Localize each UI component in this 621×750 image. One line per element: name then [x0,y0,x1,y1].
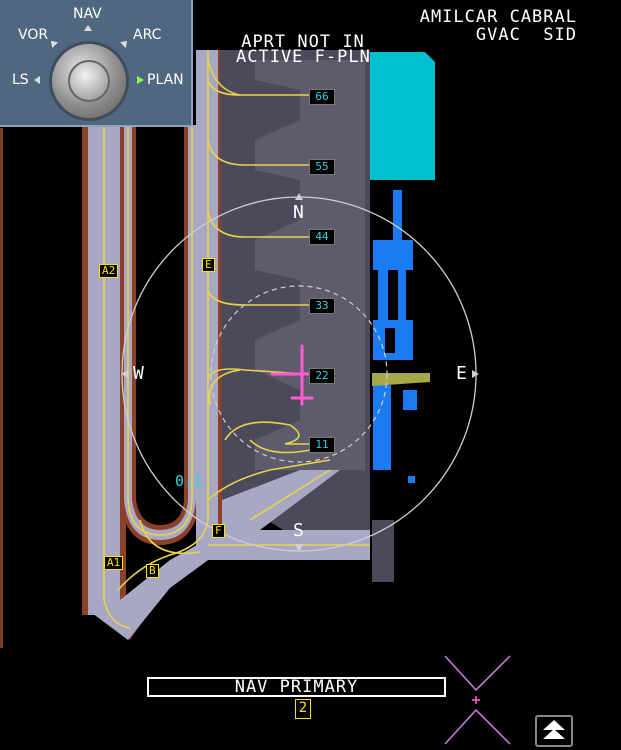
south-arrow [295,544,303,552]
compass-east-label: E [456,363,468,384]
taxiway-loop-surface [124,125,196,540]
airport-procedure: GVAC SID [475,25,577,45]
message-line-2: ACTIVE F-PLN [236,47,371,67]
nav-cross-symbol [444,655,511,745]
mode-ls-arrow-icon [34,76,40,84]
north-arrow [295,193,303,200]
scroll-up-button[interactable] [535,715,573,747]
taxiway-centerlines [103,50,370,629]
knob-center [68,60,110,102]
blue-buildings [373,190,417,483]
range-ring [210,285,388,463]
map-edge [0,128,3,648]
range-ring-label: 0.1 [175,472,203,490]
double-chevron-up-icon [543,720,565,739]
mode-arc[interactable]: ARC [133,27,162,43]
stand-label-33: 33 [309,298,335,314]
compass-south-label: S [293,520,305,541]
stand-label-44: 44 [309,229,335,245]
compass-west-label: W [133,363,145,384]
airport-name: AMILCAR CABRAL [419,7,577,27]
mode-vor[interactable]: VOR [18,27,49,43]
stand-label-66: 66 [309,89,335,105]
mode-plan-arrow-icon [137,76,144,84]
mode-plan[interactable]: PLAN [147,72,184,88]
mode-selector-knob[interactable] [52,44,126,118]
mode-vor-arrow-icon [48,38,58,48]
mode-nav-arrow-icon [84,25,92,31]
taxiway-label-e: E [202,258,215,272]
taxiway-e-edge [218,50,222,550]
mode-arc-arrow-icon [120,38,130,48]
apron-south [372,520,394,582]
taxiway-diagonal [222,470,340,540]
mode-ls[interactable]: LS [12,72,29,88]
compass-north-label: N [293,202,305,223]
stand-label-22: 22 [309,368,335,384]
east-arrow [472,370,479,378]
taxiway-label-a2: A2 [99,264,119,278]
stand-pier [255,60,365,470]
jet-bridge [372,373,430,386]
nd-mode-selector[interactable]: LS VOR NAV ARC PLAN [0,0,193,127]
terminal-building [370,52,435,180]
taxiway-a-curve [88,520,215,640]
taxiway-label-a1: A1 [104,556,124,570]
west-arrow [121,370,128,378]
nav-primary-index: 2 [295,699,311,719]
mode-nav[interactable]: NAV [73,6,102,22]
stand-label-11: 11 [309,437,335,453]
stand-label-55: 55 [309,159,335,175]
nav-primary-message: NAV PRIMARY [147,677,446,697]
taxiway-label-b: B [146,564,159,578]
taxiway-label-f: F [212,524,225,538]
message-line-1: APRT NOT IN [241,32,365,52]
